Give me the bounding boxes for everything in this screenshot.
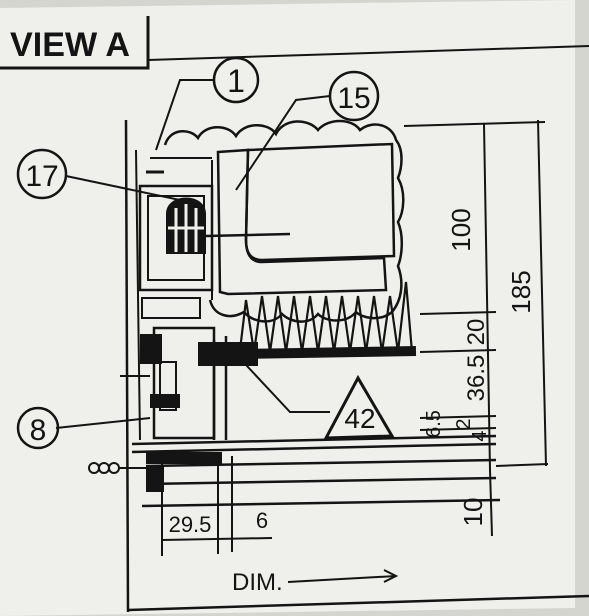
leader-lines [55,79,331,429]
dim-100: 100 [446,208,476,251]
view-title-box: VIEW A [0,16,589,70]
frame-lines [124,119,589,613]
callout-17: 17 [16,148,68,200]
dimension-lines-right [403,119,549,537]
left-frame-profile [138,157,214,319]
callout-8-label: 8 [30,414,47,447]
dim-arrow [287,569,399,583]
callout-1: 1 [212,56,260,104]
dim-36-5: 36.5 [463,355,490,402]
callout-1-label: 1 [227,63,245,99]
view-title: VIEW A [10,26,130,64]
dim-2: 2 [453,418,475,429]
seal-clamp [198,342,258,366]
brush-seal [238,281,414,353]
callout-15-label: 15 [337,82,370,115]
dim-label: DIM. [232,569,283,596]
dim-6: 6 [256,508,268,533]
callout-42-triangle: 42 [323,374,395,440]
dim-4: 4 [469,430,491,441]
callout-15: 15 [328,70,380,122]
paper-sheet [0,0,575,616]
callout-17-label: 17 [25,160,58,193]
dim-29-5: 29.5 [169,512,212,537]
callout-8: 8 [16,406,60,450]
hatched-profile [216,148,388,296]
dim-10: 10 [458,498,488,527]
callout-42-label: 42 [344,403,375,434]
bottom-profile-bars [88,434,501,556]
insulation-cloud-outline [163,119,405,323]
lower-sash-profile [120,326,228,440]
gasket-17 [166,197,291,254]
dim-20: 20 [463,319,490,346]
dimension-lines-bottom [161,537,273,541]
dim-185: 185 [506,270,536,313]
dim-6-5: 6.5 [423,410,445,438]
